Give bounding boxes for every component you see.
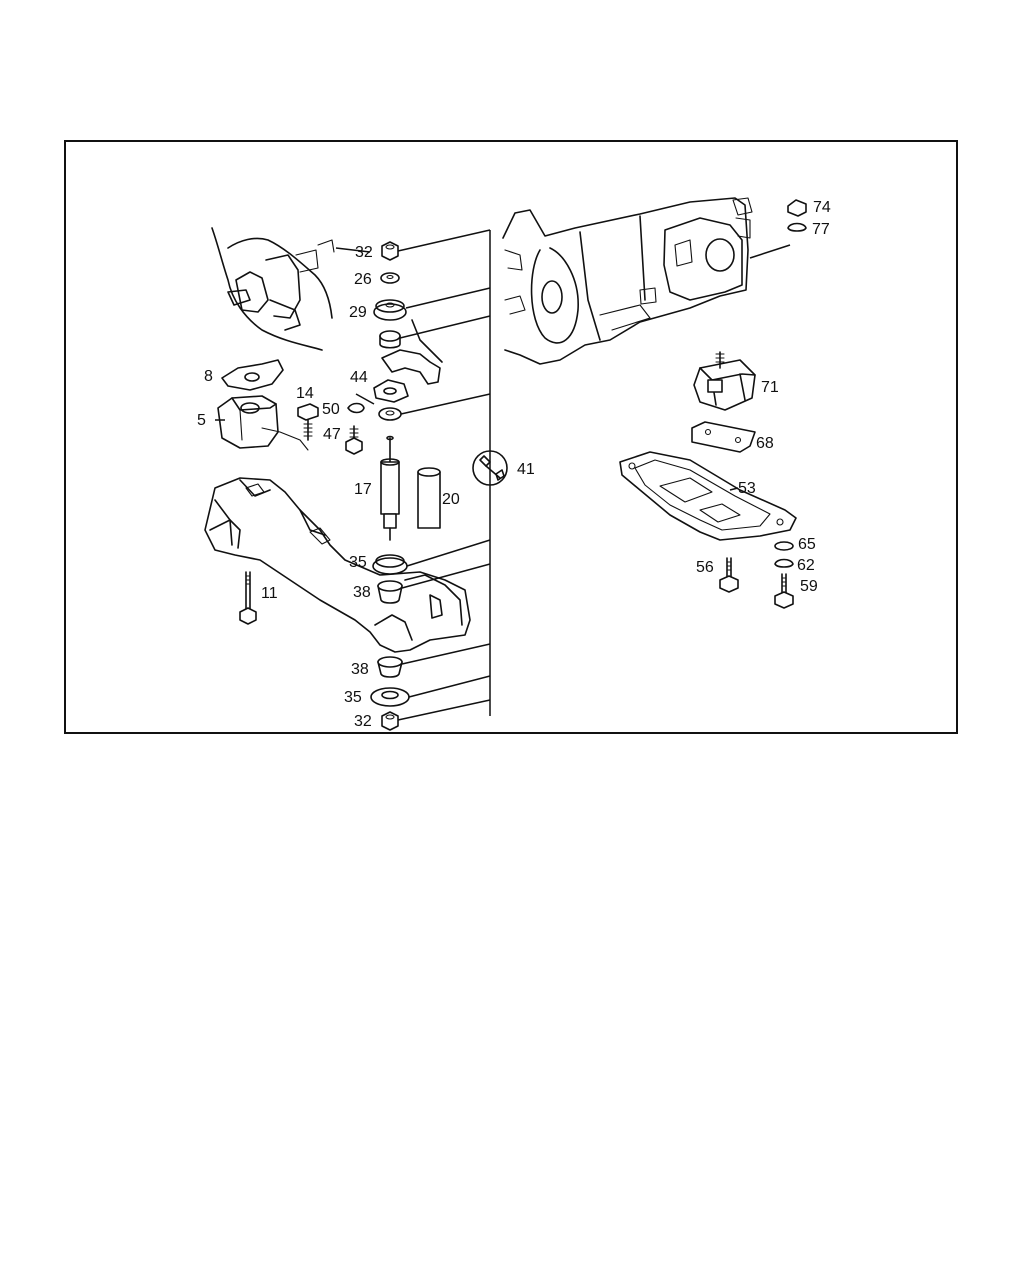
- callout-26: 26: [354, 271, 372, 288]
- rubber-bushing: [372, 554, 408, 575]
- callout-5: 5: [197, 412, 206, 429]
- callout-50: 50: [322, 401, 340, 418]
- callout-38: 38: [353, 584, 371, 601]
- callout-59: 59: [800, 578, 818, 595]
- callout-38: 38: [351, 661, 369, 678]
- callout-17: 17: [354, 481, 372, 498]
- bushing: [377, 580, 403, 604]
- callout-20: 20: [442, 491, 460, 508]
- transmission-mount: [693, 351, 756, 411]
- bushing: [377, 656, 403, 678]
- bushing: [379, 330, 401, 349]
- callout-68: 68: [756, 435, 774, 452]
- mount-bracket: [381, 319, 443, 385]
- callout-56: 56: [696, 559, 714, 576]
- front-axle-crossmember: [204, 477, 471, 653]
- engine-mount-bracket-assembly: [211, 227, 371, 351]
- nut: [381, 241, 399, 261]
- bolt: [239, 571, 257, 625]
- washer: [787, 222, 807, 232]
- callout-65: 65: [798, 536, 816, 553]
- bolt: [297, 403, 319, 441]
- transmission-crossmember: [619, 451, 797, 541]
- bolt: [719, 557, 739, 593]
- callout-35: 35: [344, 689, 362, 706]
- callout-35: 35: [349, 554, 367, 571]
- rubber-bushing: [373, 299, 407, 321]
- transmission-housing: [502, 197, 791, 365]
- nut: [787, 199, 807, 217]
- callout-14: 14: [296, 385, 314, 402]
- callout-29: 29: [349, 304, 367, 321]
- mount-bracket-plate: [221, 359, 284, 391]
- bolt: [345, 425, 363, 455]
- leader-lines: [397, 229, 491, 721]
- callout-41: 41: [517, 461, 535, 478]
- rubber-bushing: [370, 687, 410, 707]
- callout-44: 44: [350, 369, 368, 386]
- washer: [347, 402, 365, 414]
- mount-plate: [355, 379, 409, 405]
- callout-47: 47: [323, 426, 341, 443]
- callout-77: 77: [812, 221, 830, 238]
- washer: [380, 272, 400, 284]
- diagram-frame: [64, 140, 958, 734]
- callout-8: 8: [204, 368, 213, 385]
- callout-11: 11: [261, 585, 278, 602]
- callout-74: 74: [813, 199, 831, 216]
- nut: [381, 711, 399, 731]
- callout-62: 62: [797, 557, 815, 574]
- mount-plate: [691, 421, 756, 453]
- sleeve: [417, 467, 441, 529]
- callout-53: 53: [738, 480, 756, 497]
- bushing: [378, 407, 402, 421]
- shock-absorber: [380, 435, 400, 541]
- bolt: [774, 573, 794, 609]
- callout-labels: 32 26 29 44 8 14 50 5 47 17 20 41 35 38 …: [197, 199, 831, 730]
- washer: [774, 541, 794, 551]
- callout-32: 32: [355, 244, 373, 261]
- engine-mount: [215, 395, 309, 451]
- callout-71: 71: [761, 379, 779, 396]
- callout-32: 32: [354, 713, 372, 730]
- washer: [774, 558, 794, 568]
